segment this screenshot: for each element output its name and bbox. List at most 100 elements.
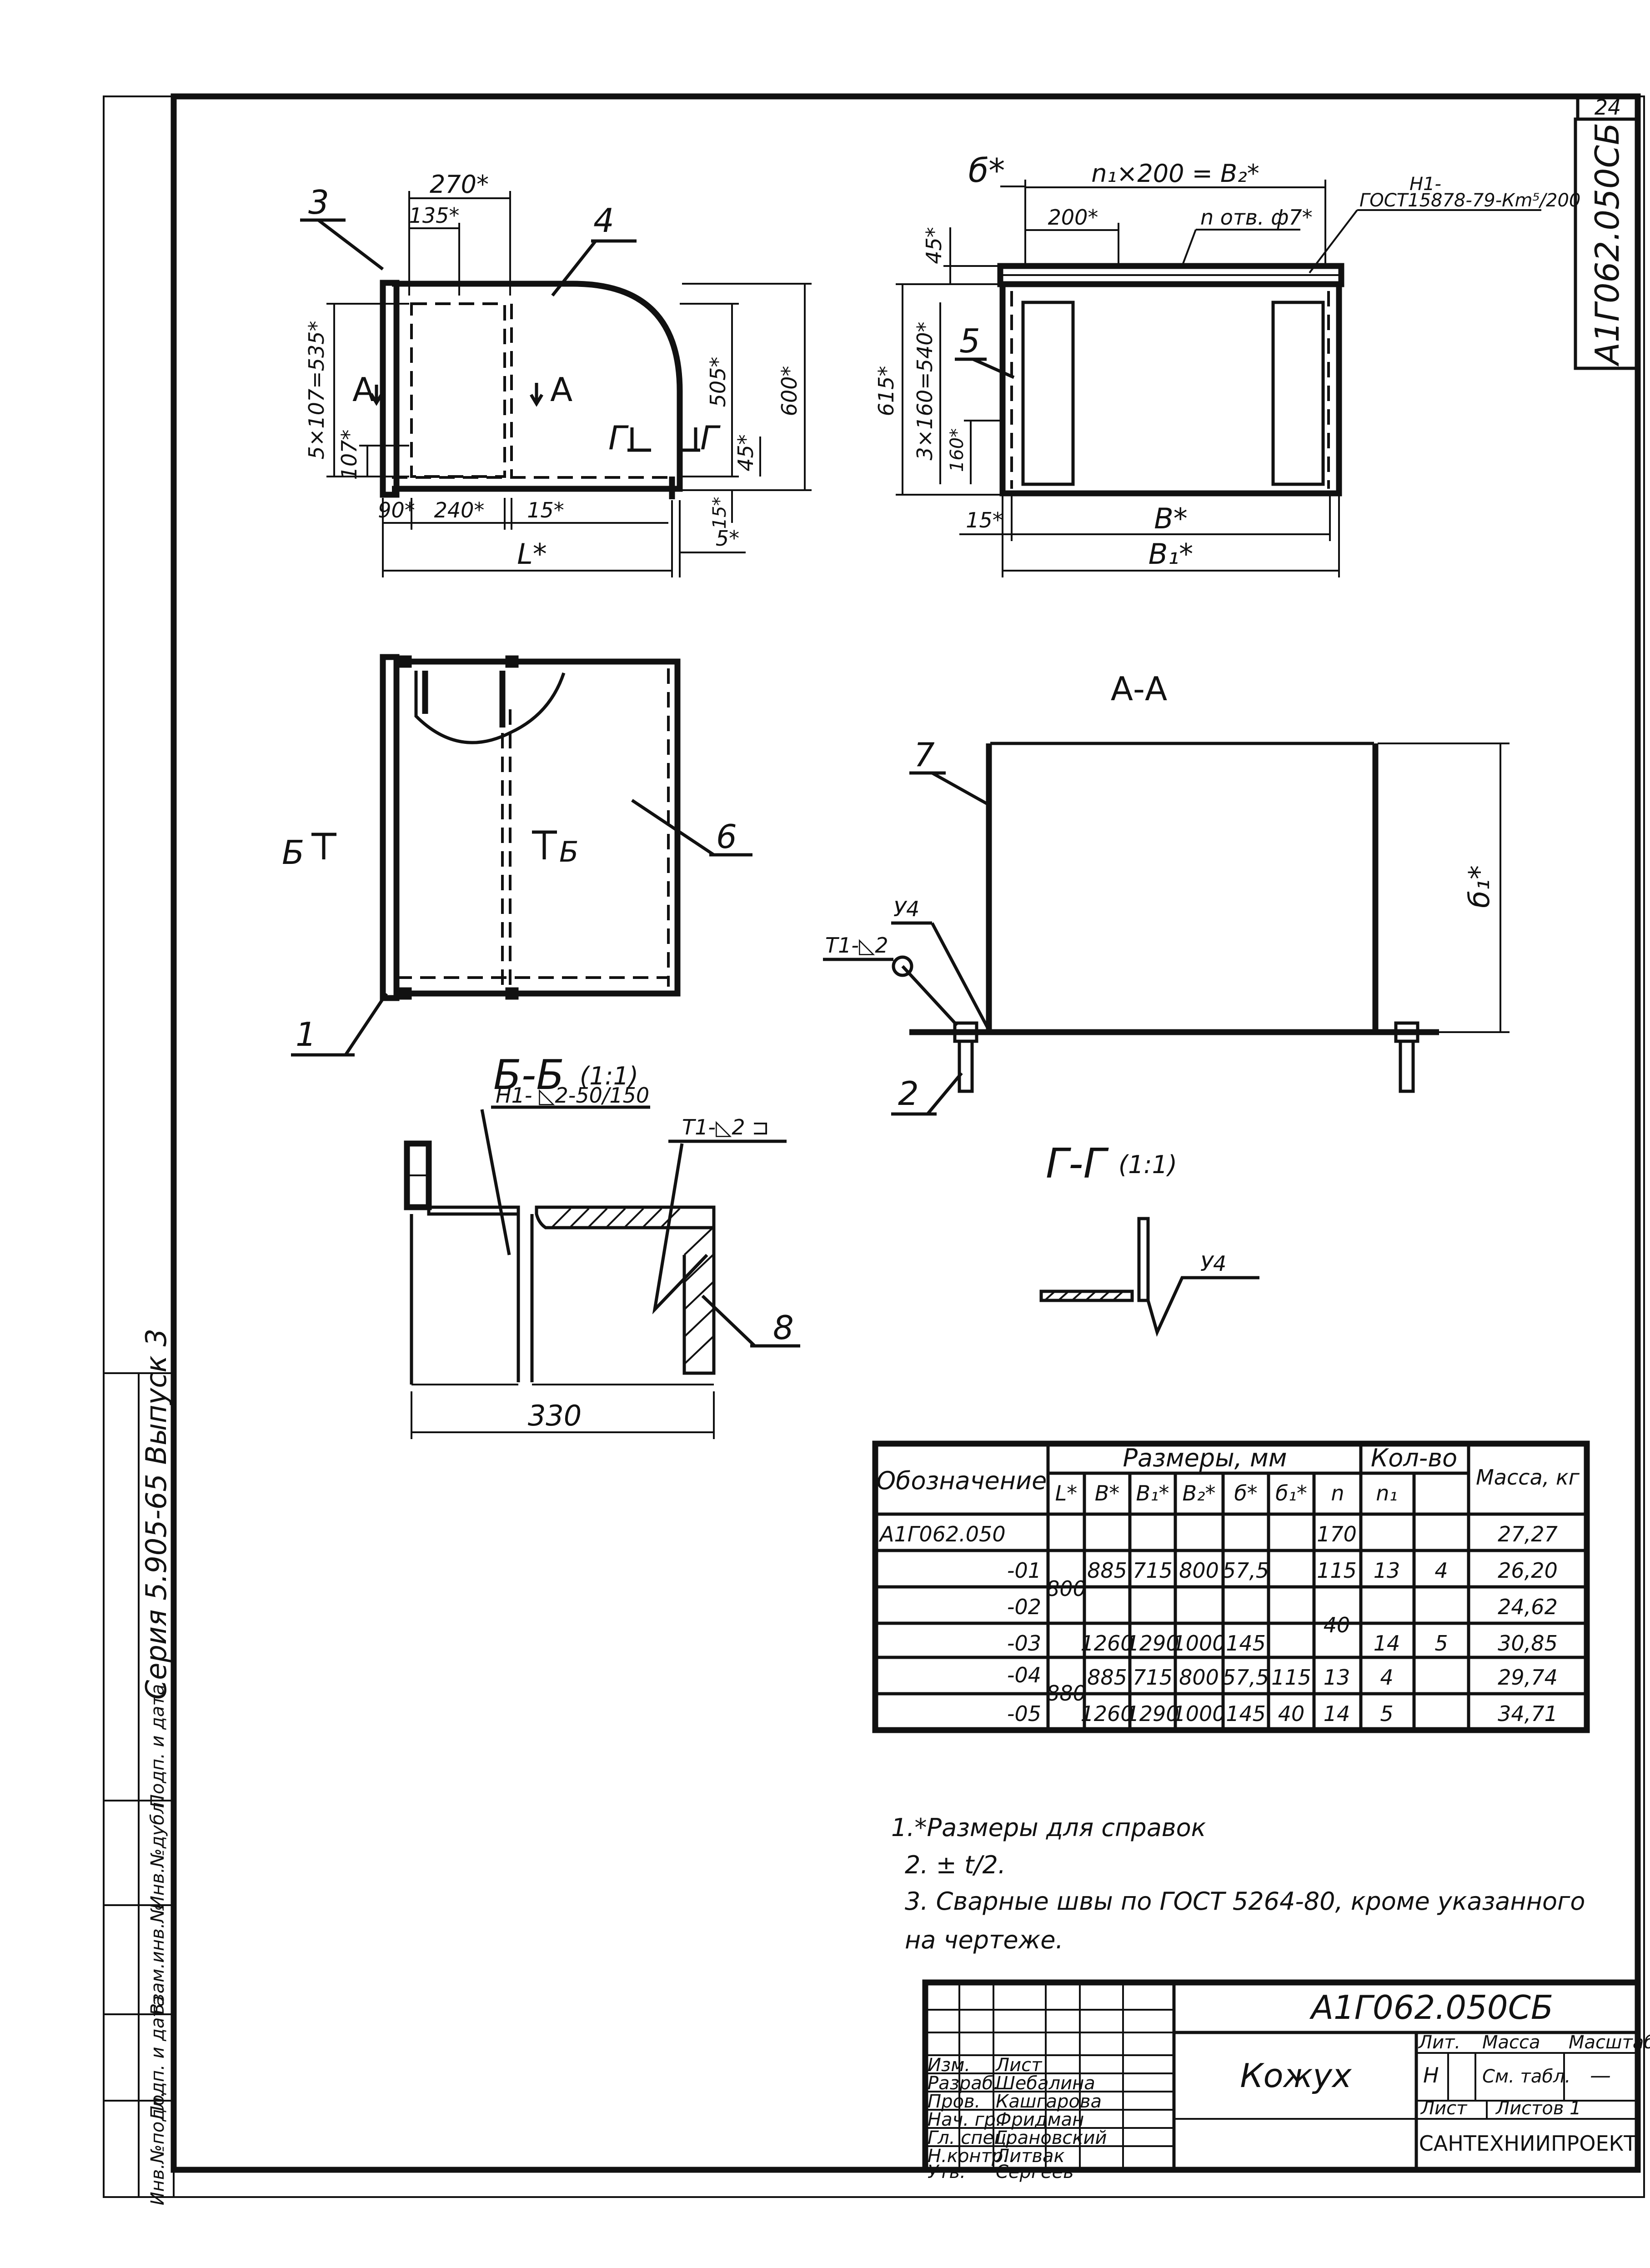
dim-240: 240*	[434, 498, 485, 522]
role-chief-spec: Гл. спец.	[928, 2128, 1012, 2148]
name-checker: Кашгарова	[996, 2091, 1102, 2112]
callout-4: 4	[593, 201, 614, 240]
callout-8: 8	[773, 1309, 794, 1347]
cut-mark-b-left: Б	[282, 833, 304, 872]
table-cell: 1000	[1172, 1701, 1225, 1726]
sheet-number: 24	[1595, 95, 1621, 120]
inner-frame	[171, 93, 1641, 2173]
callout-6: 6	[716, 818, 737, 856]
sheets-label: Листов 1	[1495, 2098, 1581, 2119]
dim-135: 135*	[409, 203, 460, 228]
dim-5x107: 5×107=535*	[304, 321, 329, 460]
dim-L: L*	[517, 537, 547, 571]
view-front: 3 4 270* 135* 5×107=535* 107* А А Г Г 50…	[300, 170, 812, 577]
table-cell: 1290	[1126, 1631, 1179, 1656]
dim-3x160: 3×160=540*	[913, 322, 937, 461]
lit-value: Н	[1423, 2063, 1439, 2087]
header-count: Кол-во	[1371, 1444, 1457, 1472]
role-change: Изм.	[928, 2055, 970, 2076]
cut-mark-a-left: А	[352, 371, 375, 409]
table-cell: 170	[1317, 1522, 1357, 1546]
table-cell: 1260	[1080, 1631, 1133, 1656]
table-cell: 4	[1434, 1558, 1448, 1583]
name-chief-spec: Грановский	[996, 2128, 1107, 2148]
name-norm-control: Литвак	[995, 2146, 1065, 2167]
table-cell: 29,74	[1498, 1665, 1558, 1690]
section-b-b-title: Б-Б	[493, 1051, 564, 1099]
title-block: Изм. Разраб. Пров. Нач. гр. Гл. спец. Н.…	[922, 1979, 1650, 2183]
weld-t1-bb: Т1-◺2 ⊐	[682, 1115, 769, 1139]
table-cell: -04	[1007, 1663, 1041, 1687]
dim-45-side: 45*	[922, 227, 946, 264]
table-cell: 800	[1046, 1576, 1086, 1601]
dim-45: 45*	[733, 434, 758, 472]
dim-615: 615*	[874, 366, 898, 416]
note-2: 2. ± t/2.	[905, 1851, 1006, 1879]
side-stamp-field-dup-inv: Инв.№дубл.	[147, 1796, 168, 1909]
product-name: Кожух	[1240, 2057, 1352, 2095]
weld-standard: ГОСТ15878-79-Кm⁵/200	[1359, 190, 1580, 211]
role-norm-control: Н.контр.	[928, 2146, 1009, 2167]
table-cell: 880	[1046, 1681, 1086, 1706]
notes: 1.*Размеры для справок 2. ± t/2. 3. Свар…	[891, 1813, 1585, 1954]
section-g-g-title: Г-Г	[1046, 1140, 1109, 1188]
table-cell: 715	[1133, 1665, 1173, 1690]
sheet-code-vertical: А1Г062.050СБ	[1588, 123, 1626, 367]
callout-1: 1	[296, 1015, 316, 1054]
sheet-code-box: А1Г062.050СБ	[1574, 117, 1640, 370]
section-a-a-title: А-А	[1111, 670, 1168, 708]
dim-107: 107*	[337, 430, 361, 480]
view-side: б* n₁×200 = B₂* 200* n отв. ф7* Н1- ГОСТ…	[874, 151, 1580, 577]
sub-header-b: б*	[1234, 1481, 1257, 1505]
table-cell: 14	[1374, 1631, 1400, 1656]
dim-holes: n отв. ф7*	[1200, 205, 1313, 230]
dim-B: B*	[1154, 502, 1188, 535]
table-cell: 26,20	[1498, 1558, 1558, 1583]
sub-header-B2: B₂*	[1183, 1481, 1216, 1505]
note-3-cont: на чертеже.	[905, 1926, 1063, 1954]
scale-label: Масштаб	[1569, 2032, 1650, 2053]
scale-value: —	[1590, 2063, 1611, 2087]
role-checked: Пров.	[928, 2091, 980, 2112]
table-cell: 885	[1087, 1665, 1127, 1690]
table-cell: 13	[1374, 1558, 1400, 1583]
table-cell: 13	[1324, 1665, 1350, 1690]
dimensions-table: Обозначение Размеры, мм Кол-во Масса, кг…	[872, 1440, 1590, 1733]
table-cell: -03	[1007, 1631, 1041, 1656]
hatching-gg	[1045, 1291, 1123, 1300]
weld-y4-aa: У4	[893, 897, 919, 921]
section-b-b: Б-Б (1:1) Н1- ◺2-50/150 Т1-◺2	[404, 1051, 800, 1439]
dim-B1: B₁*	[1148, 537, 1193, 571]
name-approved: Сергеев	[996, 2162, 1074, 2183]
table-cell: 145	[1226, 1701, 1266, 1726]
section-g-g-scale: (1:1)	[1118, 1150, 1177, 1179]
sub-header-n1: n₁	[1376, 1481, 1398, 1505]
table-cell: 27,27	[1498, 1522, 1558, 1546]
organization: САНТЕХНИИПРОЕКТ	[1419, 2131, 1637, 2156]
table-cell: 1260	[1080, 1701, 1133, 1726]
sub-header-B: B*	[1095, 1481, 1120, 1505]
dim-b: б*	[968, 151, 1005, 190]
weld-t1-aa: Т1-◺2	[825, 933, 888, 958]
section-g-g: Г-Г (1:1) У4	[1039, 1140, 1259, 1337]
table-cell: 4	[1380, 1665, 1393, 1690]
weld-h1-bb: Н1- ◺2-50/150	[496, 1083, 649, 1108]
table-cell: 57,5	[1223, 1558, 1269, 1583]
table-cell: 30,85	[1498, 1631, 1558, 1656]
dim-600: 600*	[777, 366, 802, 416]
sub-header-b1: б₁*	[1275, 1481, 1307, 1505]
role-approved: Утв.	[928, 2162, 966, 2183]
callout-2: 2	[898, 1074, 919, 1113]
role-developed: Разраб.	[928, 2073, 999, 2094]
table-cell: -05	[1007, 1701, 1041, 1726]
table-cell: 40	[1324, 1613, 1350, 1637]
side-stamp-field-sign-date-2: Подп. и дата	[147, 1996, 168, 2119]
cut-mark-a-right: А	[550, 371, 572, 409]
table-cell: 115	[1317, 1558, 1357, 1583]
section-b-b-scale: (1:1)	[580, 1062, 638, 1090]
table-cell: 24,62	[1498, 1595, 1558, 1619]
table-cell: 14	[1324, 1701, 1350, 1726]
callout-3: 3	[308, 183, 329, 221]
table-cell: 800	[1179, 1558, 1219, 1583]
side-stamp: Подп. и дата Инв.№дубл. Взам.инв.№ Подп.…	[103, 1329, 175, 2205]
